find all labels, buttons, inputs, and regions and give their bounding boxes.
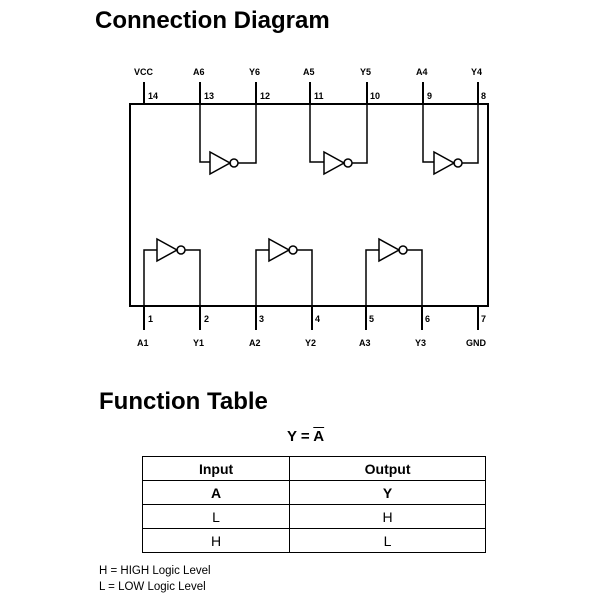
- pin-number-9: 9: [427, 91, 432, 101]
- pin-number-1: 1: [148, 314, 153, 324]
- pin-number-6: 6: [425, 314, 430, 324]
- pin-name-y6: Y6: [249, 67, 260, 77]
- top-pins: VCC A6 Y6 A5 Y5 A4 Y4 14 13 12 11 10 9 8: [134, 67, 486, 104]
- function-table-title: Function Table: [99, 388, 268, 415]
- function-table: Input Output A Y L H H L: [141, 456, 486, 553]
- pin-name-y5: Y5: [360, 67, 371, 77]
- table-row: L H: [141, 504, 486, 529]
- header-output: Output: [289, 456, 486, 481]
- pin-name-vcc: VCC: [134, 67, 154, 77]
- table-cell: L: [289, 528, 486, 553]
- pin-number-11: 11: [314, 91, 324, 101]
- pin-name-y2: Y2: [305, 338, 316, 348]
- pin-number-4: 4: [315, 314, 320, 324]
- pin-number-8: 8: [481, 91, 486, 101]
- equation-lhs: Y =: [287, 428, 314, 445]
- subheader-y: Y: [289, 480, 486, 505]
- inverter-gate-3: [365, 237, 423, 306]
- pin-name-y4: Y4: [471, 67, 482, 77]
- pin-number-5: 5: [369, 314, 374, 324]
- pin-name-a1: A1: [137, 338, 149, 348]
- pin-number-13: 13: [204, 91, 214, 101]
- inverter-gate-6: [199, 104, 257, 176]
- logic-equation: Y = A: [287, 428, 324, 445]
- table-row: H L: [141, 528, 486, 553]
- pin-name-a6: A6: [193, 67, 205, 77]
- pin-name-a2: A2: [249, 338, 261, 348]
- inverter-gate-5: [309, 104, 368, 176]
- ic-package-outline: [129, 103, 489, 307]
- pin-number-10: 10: [370, 91, 380, 101]
- pin-name-gnd: GND: [466, 338, 487, 348]
- connection-diagram: VCC A6 Y6 A5 Y5 A4 Y4 14 13 12 11 10 9 8…: [129, 67, 489, 348]
- subheader-a: A: [141, 480, 291, 505]
- pin-number-14: 14: [148, 91, 158, 101]
- equation-rhs-inverted: A: [313, 428, 325, 445]
- table-header-row: Input Output: [141, 456, 486, 481]
- pin-name-a4: A4: [416, 67, 428, 77]
- pin-name-a3: A3: [359, 338, 371, 348]
- pin-number-7: 7: [481, 314, 486, 324]
- legend-high: H = HIGH Logic Level: [99, 565, 211, 577]
- pin-name-y1: Y1: [193, 338, 204, 348]
- connection-diagram-title: Connection Diagram: [95, 7, 330, 34]
- legend-low: L = LOW Logic Level: [99, 581, 206, 593]
- inverter-gate-1: [143, 237, 201, 306]
- table-cell: L: [141, 504, 291, 529]
- header-input: Input: [141, 456, 291, 481]
- table-cell: H: [141, 528, 291, 553]
- pin-number-2: 2: [204, 314, 209, 324]
- inverter-gate-4: [422, 104, 479, 176]
- table-cell: H: [289, 504, 486, 529]
- pin-number-3: 3: [259, 314, 264, 324]
- pin-name-a5: A5: [303, 67, 315, 77]
- pin-name-y3: Y3: [415, 338, 426, 348]
- inverter-gate-2: [255, 237, 313, 306]
- pin-number-12: 12: [260, 91, 270, 101]
- bottom-pins: 1 2 3 4 5 6 7 A1 Y1 A2 Y2 A3 Y3 GND: [137, 306, 487, 348]
- table-subheader-row: A Y: [141, 480, 486, 505]
